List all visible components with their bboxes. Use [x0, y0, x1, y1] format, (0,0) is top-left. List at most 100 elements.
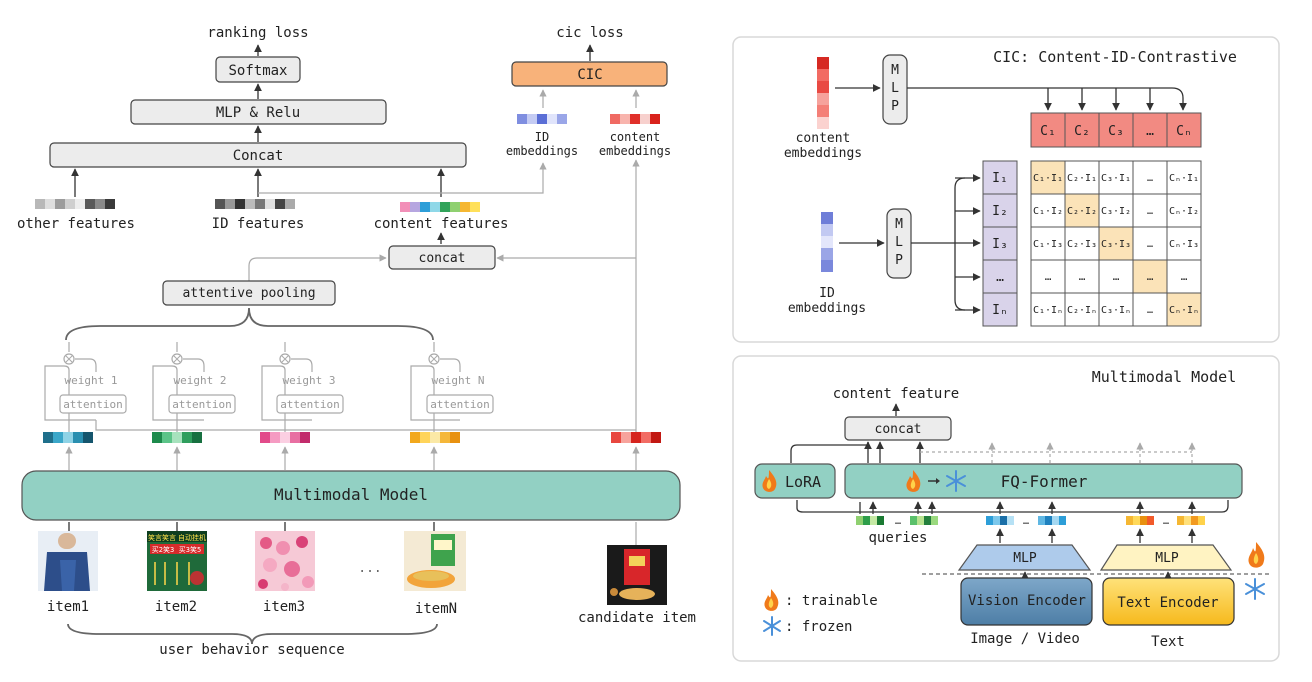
item2-image: 笑言笑言 自动挂机 买2笑3 买3笑5: [147, 531, 207, 591]
queries-strip: [856, 516, 938, 525]
text-encoder-label: Text Encoder: [1117, 595, 1218, 611]
vision-mlp-label: MLP: [1013, 551, 1037, 566]
fire-icon: [906, 470, 921, 492]
snowflake-icon: [946, 470, 966, 492]
cic-box: [511, 61, 668, 87]
i-column: I₁ I₂ I₃ … Iₙ: [982, 160, 1018, 327]
trainable-label: : trainable: [785, 593, 878, 609]
multimodal-model-box: [21, 470, 681, 521]
text-input-label: Text: [1151, 634, 1185, 650]
frozen-label: : frozen: [785, 619, 852, 635]
item1-label: item1: [47, 599, 89, 615]
vision-token-strip: [986, 516, 1066, 525]
i-label: I₁: [992, 171, 1008, 186]
softmax-box: [215, 56, 301, 83]
item2-thumb-text: 自动挂机: [178, 533, 206, 542]
content-feature-label: content feature: [833, 386, 959, 402]
snowflake-icon: [1245, 578, 1265, 600]
matrix-cell: Cₙ·I₁: [1169, 173, 1199, 184]
text-mlp-label: MLP: [1155, 551, 1179, 566]
c-label: C₂: [1074, 124, 1090, 139]
c-label: Cₙ: [1176, 124, 1192, 139]
matrix-cell: C₂·I₃: [1067, 239, 1097, 250]
fire-icon: [1248, 542, 1265, 568]
weight-n-label: weight N: [432, 374, 485, 387]
item2-thumb-text: 笑言笑言: [148, 533, 176, 542]
cic-content-embeddings-label-2: embeddings: [784, 146, 862, 161]
itemn-embedding-strip: [410, 432, 460, 443]
items-ellipsis: ...: [358, 561, 381, 576]
concat-top-box: [49, 142, 467, 168]
id-features-label: ID features: [212, 216, 305, 232]
attention-units: weight 1 attention weight 2 attention we…: [44, 342, 636, 432]
matrix-cell: C₁·Iₙ: [1033, 305, 1063, 316]
multimodal-panel: Multimodal Model content feature concat …: [732, 355, 1280, 662]
item3-image: [255, 531, 315, 591]
attention-label-1: attention: [63, 398, 123, 411]
id-embeddings-label-2: embeddings: [506, 144, 578, 158]
vision-ellipsis: …: [1023, 516, 1029, 527]
candidate-item-image: [607, 545, 667, 605]
content-features-strip: [400, 202, 480, 212]
pooling-brace: [65, 307, 434, 341]
vision-mlp: [957, 544, 1092, 571]
cic-content-embeddings-label-1: content: [796, 131, 851, 146]
weight-2-label: weight 2: [174, 374, 227, 387]
text-token-strip: [1126, 516, 1205, 525]
other-features-strip: [35, 199, 115, 209]
matrix-cell: …: [1113, 270, 1120, 283]
matrix-cell: C₁·I₂: [1033, 206, 1063, 217]
content-embedding-vertical: [817, 57, 829, 129]
item1-image: [38, 531, 98, 591]
attentive-pooling-box: [162, 280, 336, 306]
attention-label-3: attention: [280, 398, 340, 411]
attention-box-3: [276, 394, 344, 414]
ranking-loss-label: ranking loss: [207, 25, 308, 41]
item3-embedding-strip: [260, 432, 310, 443]
i-label: Iₙ: [992, 303, 1008, 318]
cic-panel-title: CIC: Content-ID-Contrastive: [993, 48, 1237, 66]
cic-id-embeddings-label-2: embeddings: [788, 301, 866, 316]
behavior-brace: [67, 623, 438, 645]
text-mlp: [1099, 544, 1233, 571]
matrix-cell: …: [1045, 270, 1052, 283]
candidate-embedding-strip: [611, 432, 661, 443]
concat-mid-label: concat: [419, 251, 466, 266]
matrix-cell: C₂·I₂: [1067, 206, 1097, 217]
matrix-cell: C₃·I₂: [1101, 206, 1131, 217]
legend: : trainable : frozen: [763, 589, 878, 636]
matrix-cell: Cₙ·I₂: [1169, 206, 1199, 217]
item1-embedding-strip: [43, 432, 93, 443]
fire-icon: [762, 470, 777, 492]
content-embeddings-label-2: embeddings: [599, 144, 671, 158]
matrix-cell: Cₙ·Iₙ: [1169, 305, 1199, 316]
text-ellipsis: …: [1163, 516, 1169, 527]
mm-concat-label: concat: [875, 422, 922, 437]
id-features-strip: [215, 199, 295, 209]
cic-panel: CIC: Content-ID-Contrastive content embe…: [732, 36, 1280, 343]
c-label: …: [1146, 124, 1154, 139]
matrix-cell: …: [1147, 270, 1154, 283]
concat-top-label: Concat: [233, 148, 284, 164]
item2-label: item2: [155, 599, 197, 615]
mm-concat-box: [844, 416, 952, 441]
softmax-label: Softmax: [228, 63, 287, 79]
item-embeddings: [43, 432, 661, 443]
cic-loss-label: cic loss: [556, 25, 623, 41]
c-label: C₃: [1108, 124, 1124, 139]
user-behavior-sequence-label: user behavior sequence: [159, 642, 344, 658]
cic-box-label: CIC: [577, 67, 602, 83]
matrix-cell: …: [1147, 206, 1153, 217]
snowflake-icon: [763, 616, 781, 636]
multimodal-model-label: Multimodal Model: [274, 485, 428, 504]
weight-1-label: weight 1: [65, 374, 118, 387]
itemn-label: itemN: [415, 601, 457, 617]
content-features-label: content features: [374, 216, 509, 232]
weight-3-label: weight 3: [283, 374, 336, 387]
mlp-relu-label: MLP & Relu: [216, 105, 300, 121]
id-embeddings-strip: [517, 114, 567, 124]
c-label: C₁: [1040, 124, 1056, 139]
